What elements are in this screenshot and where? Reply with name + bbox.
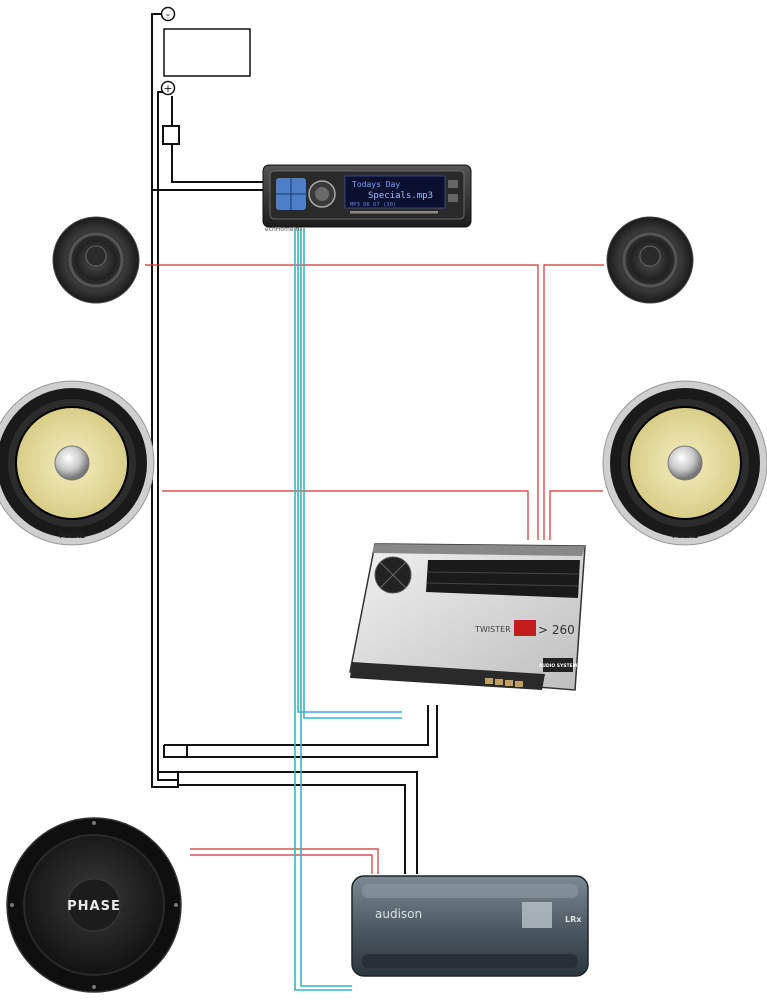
right-woofer-brand: FOCAL xyxy=(672,532,698,540)
rca-to-ampmono-2 xyxy=(300,228,352,987)
head-unit-display xyxy=(344,175,446,209)
left-tweeter xyxy=(52,216,140,304)
amp4-top-edge xyxy=(372,544,585,556)
amp4-heatsink xyxy=(426,560,580,598)
battery-negative-symbol: - xyxy=(166,8,170,21)
positive-to-headunit xyxy=(171,96,264,183)
rca-to-amp4-1 xyxy=(297,228,402,713)
sub-wire-1 xyxy=(190,848,379,874)
battery-positive-terminal xyxy=(160,80,176,96)
amp4-model-prefix: TWISTER xyxy=(474,625,511,634)
battery: - + xyxy=(160,6,251,96)
left-tweeter-wire xyxy=(145,264,539,540)
left-woofer-wire xyxy=(162,490,529,540)
speaker-wires xyxy=(145,264,604,874)
left-woofer-dome-icon xyxy=(54,445,90,481)
signal-wires xyxy=(294,228,402,991)
battery-negative-terminal xyxy=(160,6,176,22)
right-woofer-wire xyxy=(549,490,603,540)
ampmono-body xyxy=(351,875,589,977)
amp4-brand: AUDIO SYSTEM xyxy=(539,663,578,669)
head-unit: Todays Day Specials.mp3 MP3 D6 D7 (30) e… xyxy=(262,164,472,233)
ampmono-brand: audison xyxy=(375,907,422,921)
amp4-feed-1 xyxy=(187,705,429,746)
ampmono-controls xyxy=(522,902,552,928)
right-tweeter xyxy=(606,216,694,304)
watermark: echHome.ru xyxy=(265,226,302,233)
left-tweeter-dome-icon xyxy=(85,245,107,267)
fuse-icon xyxy=(162,125,180,145)
display-line3: MP3 D6 D7 (30) xyxy=(350,202,396,208)
rca-to-amp4-2 xyxy=(303,228,402,719)
right-woofer-dome-icon xyxy=(667,445,703,481)
battery-positive-symbol: + xyxy=(163,82,172,95)
amp4-brand-badge xyxy=(543,658,573,672)
ampmono-feed-3 xyxy=(178,784,406,874)
cd-slot xyxy=(350,211,438,214)
sub-wire-2 xyxy=(190,854,373,874)
ampmono-model: LRx xyxy=(565,915,582,924)
right-tweeter-dome-icon xyxy=(639,245,661,267)
ampmono-feed-2 xyxy=(178,771,418,874)
right-woofer: FOCAL xyxy=(602,380,767,546)
amp4-power-wire xyxy=(163,744,188,758)
battery-body xyxy=(163,28,251,77)
left-woofer-brand: FOCAL xyxy=(59,532,85,540)
left-woofer: FOCAL xyxy=(0,380,155,546)
amp4-model-number: > 260 xyxy=(538,623,575,637)
right-tweeter-wire xyxy=(543,264,604,540)
ground-bus xyxy=(151,190,179,788)
positive-wire xyxy=(157,91,168,780)
rca-to-ampmono-1 xyxy=(294,228,352,991)
display-line2: Specials.mp3 xyxy=(368,191,433,201)
amp4-terminals xyxy=(485,678,523,687)
ground-wire xyxy=(151,13,264,191)
display-line1: Todays Day xyxy=(352,180,400,189)
ampmono-feed-1 xyxy=(157,771,179,781)
amplifier-mono: audison LRx xyxy=(351,875,589,977)
subwoofer-bolts xyxy=(10,821,178,989)
amp4-feed-2 xyxy=(187,705,438,758)
subwoofer-brand: PHASE xyxy=(67,899,121,914)
subwoofer: PHASE xyxy=(6,817,182,993)
amplifier-4ch: TWISTER > 260 AUDIO SYSTEM xyxy=(349,543,586,691)
